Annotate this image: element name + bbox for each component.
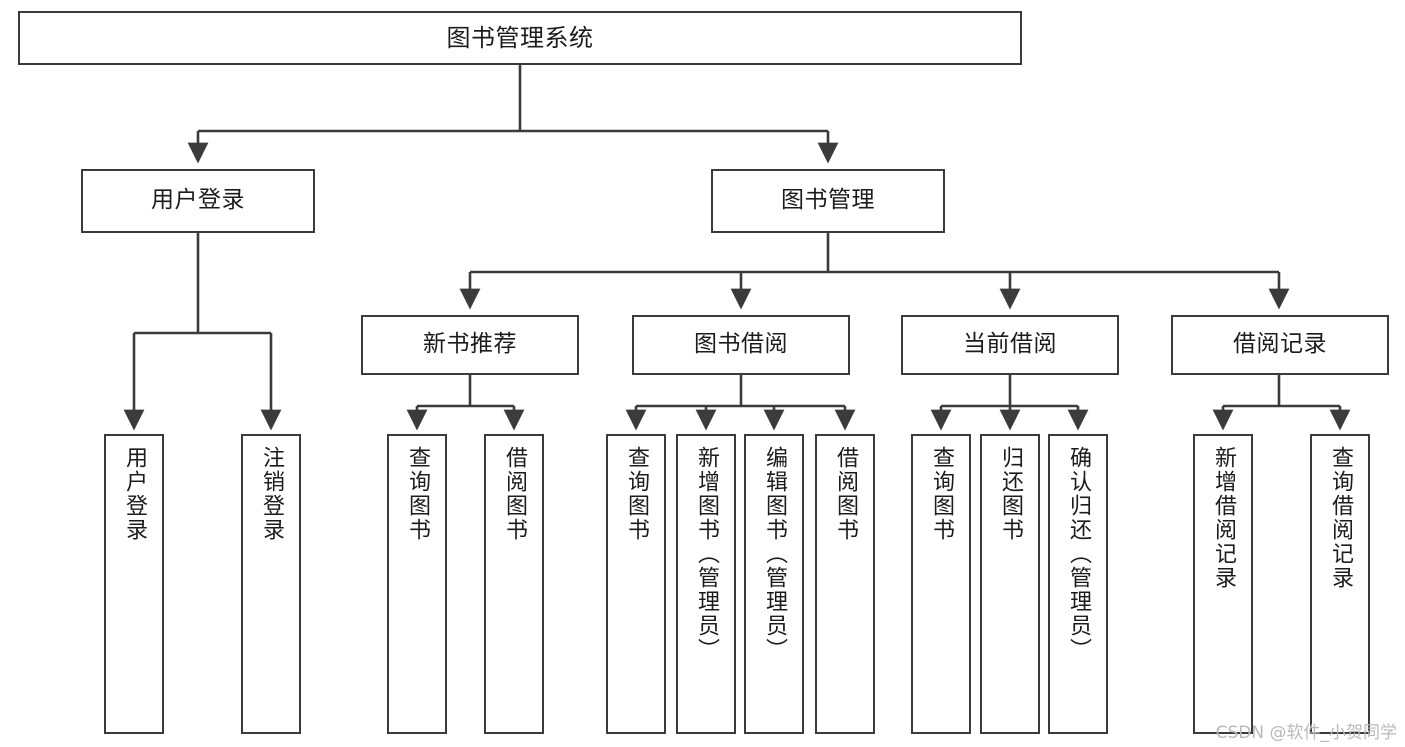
leaf-book-borrow-query-book-label: 查询图书	[624, 446, 649, 542]
leaf-user-login-logout[interactable]: 注销登录	[241, 434, 301, 734]
node-new-book-recommend-label: 新书推荐	[423, 331, 517, 358]
node-book-borrow-label: 图书借阅	[694, 331, 788, 358]
leaf-borrow-record-add-record-label: 新增借阅记录	[1211, 446, 1236, 590]
leaf-new-book-query-book-label: 查询图书	[405, 446, 430, 542]
leaf-current-borrow-query-book-label: 查询图书	[929, 446, 954, 542]
node-book-management[interactable]: 图书管理	[711, 169, 945, 233]
leaf-current-borrow-query-book[interactable]: 查询图书	[911, 434, 971, 734]
node-root-label: 图书管理系统	[446, 23, 594, 52]
node-borrow-record[interactable]: 借阅记录	[1171, 315, 1389, 375]
leaf-current-borrow-return-book[interactable]: 归还图书	[980, 434, 1040, 734]
leaf-book-borrow-add-book-admin-label: 新增图书（管理员）	[694, 446, 719, 662]
leaf-book-borrow-edit-book-admin[interactable]: 编辑图书（管理员）	[744, 434, 804, 734]
leaf-user-login-login[interactable]: 用户登录	[104, 434, 164, 734]
leaf-current-borrow-return-book-label: 归还图书	[998, 446, 1023, 542]
node-user-login-label: 用户登录	[151, 187, 245, 214]
leaf-current-borrow-confirm-return-admin-label: 确认归还（管理员）	[1066, 446, 1091, 662]
leaf-borrow-record-query-record-label: 查询借阅记录	[1328, 446, 1353, 590]
leaf-new-book-borrow-book-label: 借阅图书	[502, 446, 527, 542]
leaf-book-borrow-borrow-book-label: 借阅图书	[833, 446, 858, 542]
leaf-user-login-login-label: 用户登录	[122, 446, 147, 542]
leaf-book-borrow-add-book-admin[interactable]: 新增图书（管理员）	[676, 434, 736, 734]
node-book-management-label: 图书管理	[781, 187, 875, 214]
node-user-login[interactable]: 用户登录	[81, 169, 315, 233]
node-root-book-management-system[interactable]: 图书管理系统	[18, 11, 1022, 65]
leaf-book-borrow-edit-book-admin-label: 编辑图书（管理员）	[762, 446, 787, 662]
leaf-borrow-record-query-record[interactable]: 查询借阅记录	[1310, 434, 1370, 734]
node-borrow-record-label: 借阅记录	[1233, 331, 1327, 358]
watermark-text: CSDN @软件_小贺同学	[1215, 723, 1397, 743]
leaf-book-borrow-query-book[interactable]: 查询图书	[606, 434, 666, 734]
leaf-new-book-query-book[interactable]: 查询图书	[387, 434, 447, 734]
node-new-book-recommend[interactable]: 新书推荐	[361, 315, 579, 375]
node-current-borrow[interactable]: 当前借阅	[901, 315, 1119, 375]
node-book-borrow[interactable]: 图书借阅	[632, 315, 850, 375]
leaf-borrow-record-add-record[interactable]: 新增借阅记录	[1193, 434, 1253, 734]
node-current-borrow-label: 当前借阅	[963, 331, 1057, 358]
leaf-book-borrow-borrow-book[interactable]: 借阅图书	[815, 434, 875, 734]
leaf-new-book-borrow-book[interactable]: 借阅图书	[484, 434, 544, 734]
leaf-current-borrow-confirm-return-admin[interactable]: 确认归还（管理员）	[1048, 434, 1108, 734]
leaf-user-login-logout-label: 注销登录	[259, 446, 284, 542]
